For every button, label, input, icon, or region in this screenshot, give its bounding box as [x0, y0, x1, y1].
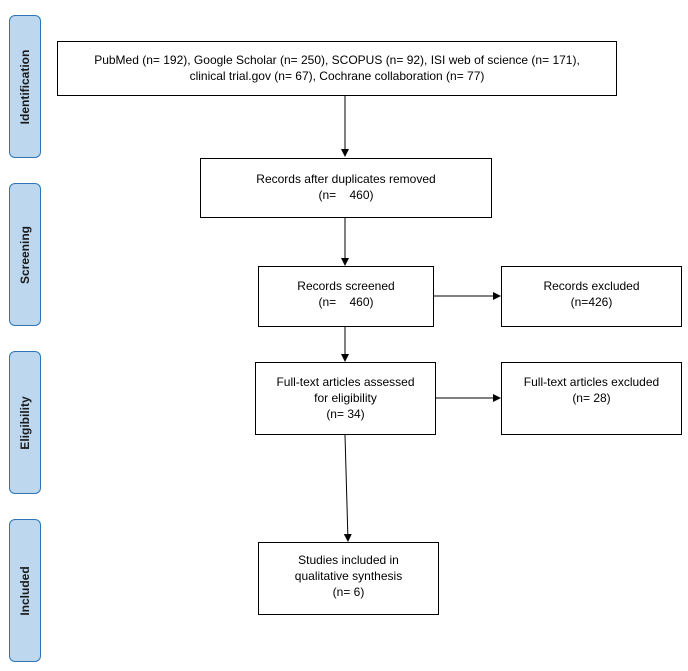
duplicates-removed-box: Records after duplicates removed (n= 460… — [200, 158, 492, 218]
stage-eligibility-label: Eligibility — [18, 395, 32, 450]
records-screened-line-2: (n= 460) — [318, 295, 374, 309]
studies-included-line-3: (n= 6) — [332, 585, 365, 599]
fulltext-excluded-box: Full-text articles excluded (n= 28) — [501, 362, 682, 435]
fulltext-excluded-line-1: Full-text articles excluded — [523, 375, 660, 389]
fulltext-excluded-line-2: (n= 28) — [572, 391, 611, 405]
duplicates-removed-line-1: Records after duplicates removed — [256, 172, 436, 186]
studies-included-line-1: Studies included in — [298, 553, 399, 567]
fulltext-assessed-line-3: (n= 34) — [326, 407, 365, 421]
stage-screening: Screening — [9, 183, 41, 326]
studies-included-box: Studies included in qualitative synthesi… — [258, 542, 439, 615]
identification-box: PubMed (n= 192), Google Scholar (n= 250)… — [57, 41, 617, 96]
stage-identification: Identification — [9, 15, 41, 158]
records-excluded-box: Records excluded (n=426) — [501, 266, 682, 327]
records-excluded-line-2: (n=426) — [570, 295, 613, 309]
duplicates-removed-line-2: (n= 460) — [318, 188, 374, 202]
stage-eligibility: Eligibility — [9, 351, 41, 494]
studies-included-line-2: qualitative synthesis — [294, 569, 403, 583]
stage-identification-label: Identification — [18, 49, 32, 124]
records-excluded-line-1: Records excluded — [543, 279, 640, 293]
stage-included-label: Included — [18, 565, 32, 616]
arrow-fulltext-to-included — [343, 434, 352, 542]
fulltext-assessed-line-2: for eligibility — [314, 391, 377, 405]
fulltext-assessed-box: Full-text articles assessed for eligibil… — [255, 362, 436, 435]
records-screened-line-1: Records screened — [297, 279, 395, 293]
fulltext-assessed-line-1: Full-text articles assessed — [276, 375, 415, 389]
identification-line-2: clinical trial.gov (n= 67), Cochrane col… — [189, 69, 485, 83]
identification-line-1: PubMed (n= 192), Google Scholar (n= 250)… — [94, 53, 580, 67]
stage-included: Included — [9, 519, 41, 662]
records-screened-box: Records screened (n= 460) — [258, 266, 434, 327]
stage-screening-label: Screening — [18, 225, 32, 284]
